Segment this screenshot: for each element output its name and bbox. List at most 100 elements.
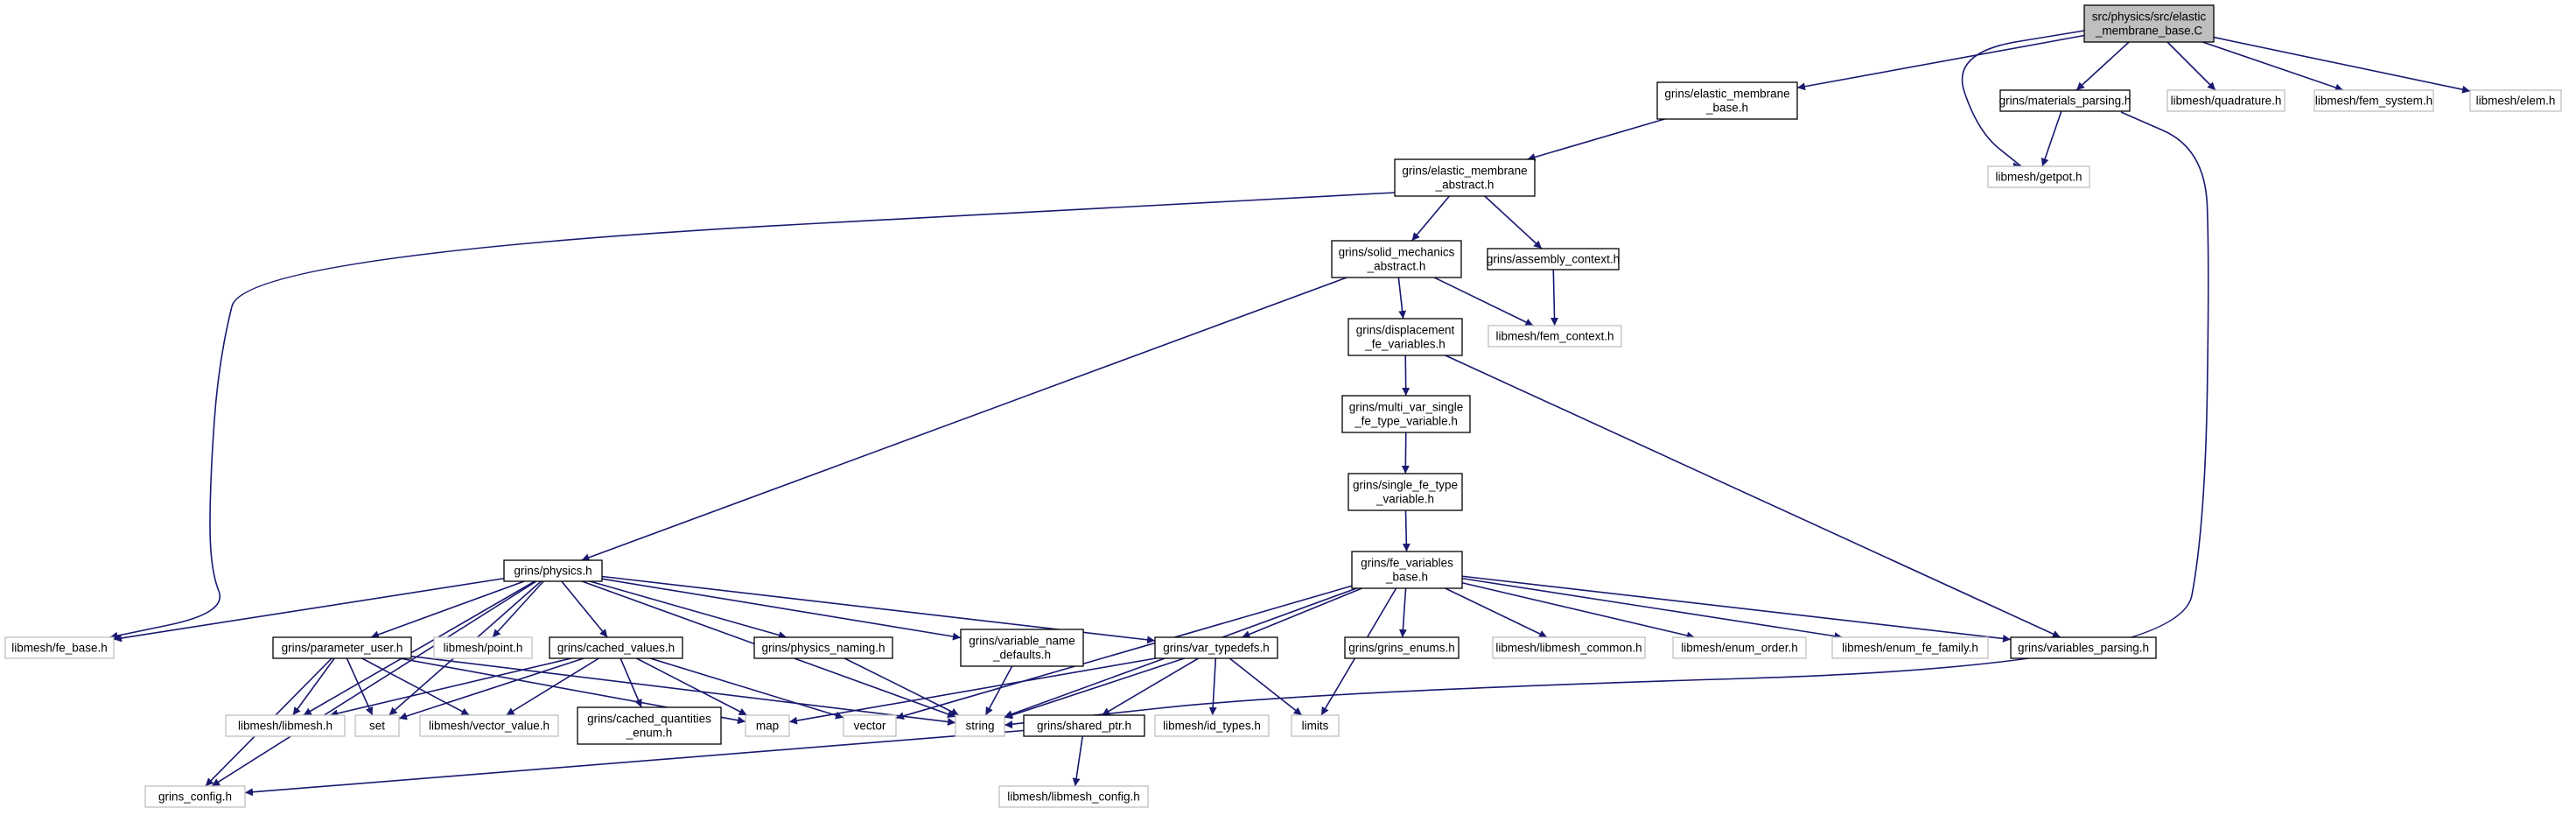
node-box[interactable] [1656,81,1798,120]
node-label: _variable.h [1376,493,1434,506]
node-var-typedefs-h[interactable]: grins/var_typedefs.h [1154,636,1278,659]
node-shared-ptr-h[interactable]: grins/shared_ptr.h [1023,714,1145,737]
node-label: grins/cached_quantities [587,713,711,726]
edge-fe_variables_base_h-to-var_typedefs_h [1242,587,1362,638]
node-vector-value-h: libmesh/vector_value.h [419,714,559,737]
node-box[interactable] [1023,714,1145,737]
node-box[interactable] [1348,318,1463,356]
edge-displacement_fe_variables_h-to-variables_parsing_h [1445,355,2062,638]
file-nodes: src/physics/src/elastic_membrane_base.Cg… [4,4,2562,808]
edge-var_typedefs_h-to-id_types_h [1208,657,1217,716]
node-elastic-membrane-abstract-h[interactable]: grins/elastic_membrane_abstract.h [1394,158,1536,197]
node-label: set [369,720,385,733]
node-elem-h: libmesh/elem.h [2469,89,2562,112]
node-label: grins/variable_name [969,635,1075,648]
edge-physics_h-to-fe_base_h [113,577,505,643]
node-label: grins/assembly_context.h [1487,253,1620,266]
node-box [745,714,790,737]
edge-physics_h-to-grins_config_h [211,580,537,787]
node-assembly-context-h[interactable]: grins/assembly_context.h [1487,248,1620,270]
node-label: libmesh/getpot.h [1995,171,2082,184]
node-box[interactable] [1999,89,2131,112]
node-box [2469,89,2562,112]
node-materials-parsing-h[interactable]: grins/materials_parsing.h [1999,89,2132,112]
node-parameter-user-h[interactable]: grins/parameter_user.h [272,636,412,659]
node-physics-naming-h[interactable]: grins/physics_naming.h [753,636,893,659]
node-variable-name-defaults-h[interactable]: grins/variable_name_defaults.h [960,629,1084,667]
node-variables-parsing-h[interactable]: grins/variables_parsing.h [2010,636,2157,659]
node-single-fe-type-variable-h[interactable]: grins/single_fe_type_variable.h [1348,473,1463,511]
edge-elastic_membrane_abstract_h-to-fe_base_h [109,192,1396,640]
node-box[interactable] [2010,636,2157,659]
node-box[interactable] [503,559,603,582]
edge-shared_ptr_h-to-libmesh_config_h [1072,735,1084,787]
node-limits: limits [1291,714,1340,737]
node-label: _abstract.h [1435,179,1494,192]
node-multi-var-single-h[interactable]: grins/multi_var_single_fe_type_variable.… [1341,395,1471,433]
node-set: set [354,714,400,737]
node-label: _defaults.h [992,649,1051,662]
node-box[interactable] [577,706,722,745]
node-box[interactable] [1341,395,1471,433]
edge-displacement_fe_variables_h-to-multi_var_single_h [1402,355,1410,397]
edge-physics_h-to-point_h [492,580,544,638]
node-box[interactable] [549,636,683,659]
node-label: grins/displacement [1356,324,1455,337]
node-box[interactable] [1348,473,1463,511]
edge-physics_h-to-cached_values_h [561,580,608,638]
node-box [2314,89,2434,112]
node-label: libmesh/point.h [444,642,523,655]
node-fe-variables-base-h[interactable]: grins/fe_variables_base.h [1351,551,1463,589]
node-grins-config-h: grins_config.h [144,785,246,808]
node-solid-mechanics-abstract-h[interactable]: grins/solid_mechanics_abstract.h [1331,240,1462,278]
node-grins-enums-h[interactable]: grins/grins_enums.h [1344,636,1460,659]
node-displacement-fe-variables-h[interactable]: grins/displacement_fe_variables.h [1348,318,1463,356]
edge-physics_naming_h-to-string [844,657,960,716]
edge-variable_name_defaults_h-to-string [984,665,1013,716]
node-cached-values-h[interactable]: grins/cached_values.h [549,636,683,659]
node-label: libmesh/elem.h [2476,95,2556,108]
node-elastic-membrane-base-h[interactable]: grins/elastic_membrane_base.h [1656,81,1798,120]
node-box[interactable] [1154,636,1278,659]
edge-parameter_user_h-to-libmesh_h [292,657,335,716]
node-box [225,714,346,737]
node-box[interactable] [1394,158,1536,197]
edge-root-to-materials_parsing_h [2076,41,2130,91]
node-box [1492,636,1646,659]
node-root[interactable]: src/physics/src/elastic_membrane_base.C [2083,4,2215,43]
node-box[interactable] [2083,4,2215,43]
node-libmesh-common-h: libmesh/libmesh_common.h [1492,636,1646,659]
edge-cached_values_h-to-libmesh_h [329,657,572,718]
node-label: libmesh/fe_base.h [11,642,108,655]
edge-cached_values_h-to-vector [649,657,844,720]
edge-root-to-elem_h [2213,36,2471,94]
node-box[interactable] [1331,240,1462,278]
node-box [144,785,246,808]
node-quadrature-h: libmesh/quadrature.h [2166,89,2286,112]
node-box[interactable] [960,629,1084,667]
node-box [2166,89,2286,112]
dependency-edges [109,30,2471,797]
node-label: grins/variables_parsing.h [2018,642,2149,655]
node-label: libmesh/fem_context.h [1495,330,1614,343]
node-libmesh-config-h: libmesh/libmesh_config.h [998,785,1149,808]
node-libmesh-h: libmesh/libmesh.h [225,714,346,737]
edge-var_typedefs_h-to-map [788,657,1156,725]
edge-assembly_context_h-to-fem_context_h [1550,269,1559,327]
edge-var_typedefs_h-to-limits [1228,657,1303,716]
edge-shared_ptr_h-to-grins_config_h [244,729,1025,797]
node-box[interactable] [1487,248,1620,270]
node-box[interactable] [272,636,412,659]
node-label: map [756,720,779,733]
node-box[interactable] [1351,551,1463,589]
node-label: grins/elastic_membrane [1402,165,1527,178]
node-label: grins/grins_enums.h [1348,642,1455,655]
node-box[interactable] [1344,636,1460,659]
node-label: _enum.h [626,727,673,740]
node-label: grins/physics_naming.h [761,642,885,655]
node-box[interactable] [753,636,893,659]
node-cached-quantities-enum-h[interactable]: grins/cached_quantities_enum.h [577,706,722,745]
node-physics-h[interactable]: grins/physics.h [503,559,603,582]
node-string: string [955,714,1005,737]
edge-physics_h-to-parameter_user_h [370,580,525,639]
